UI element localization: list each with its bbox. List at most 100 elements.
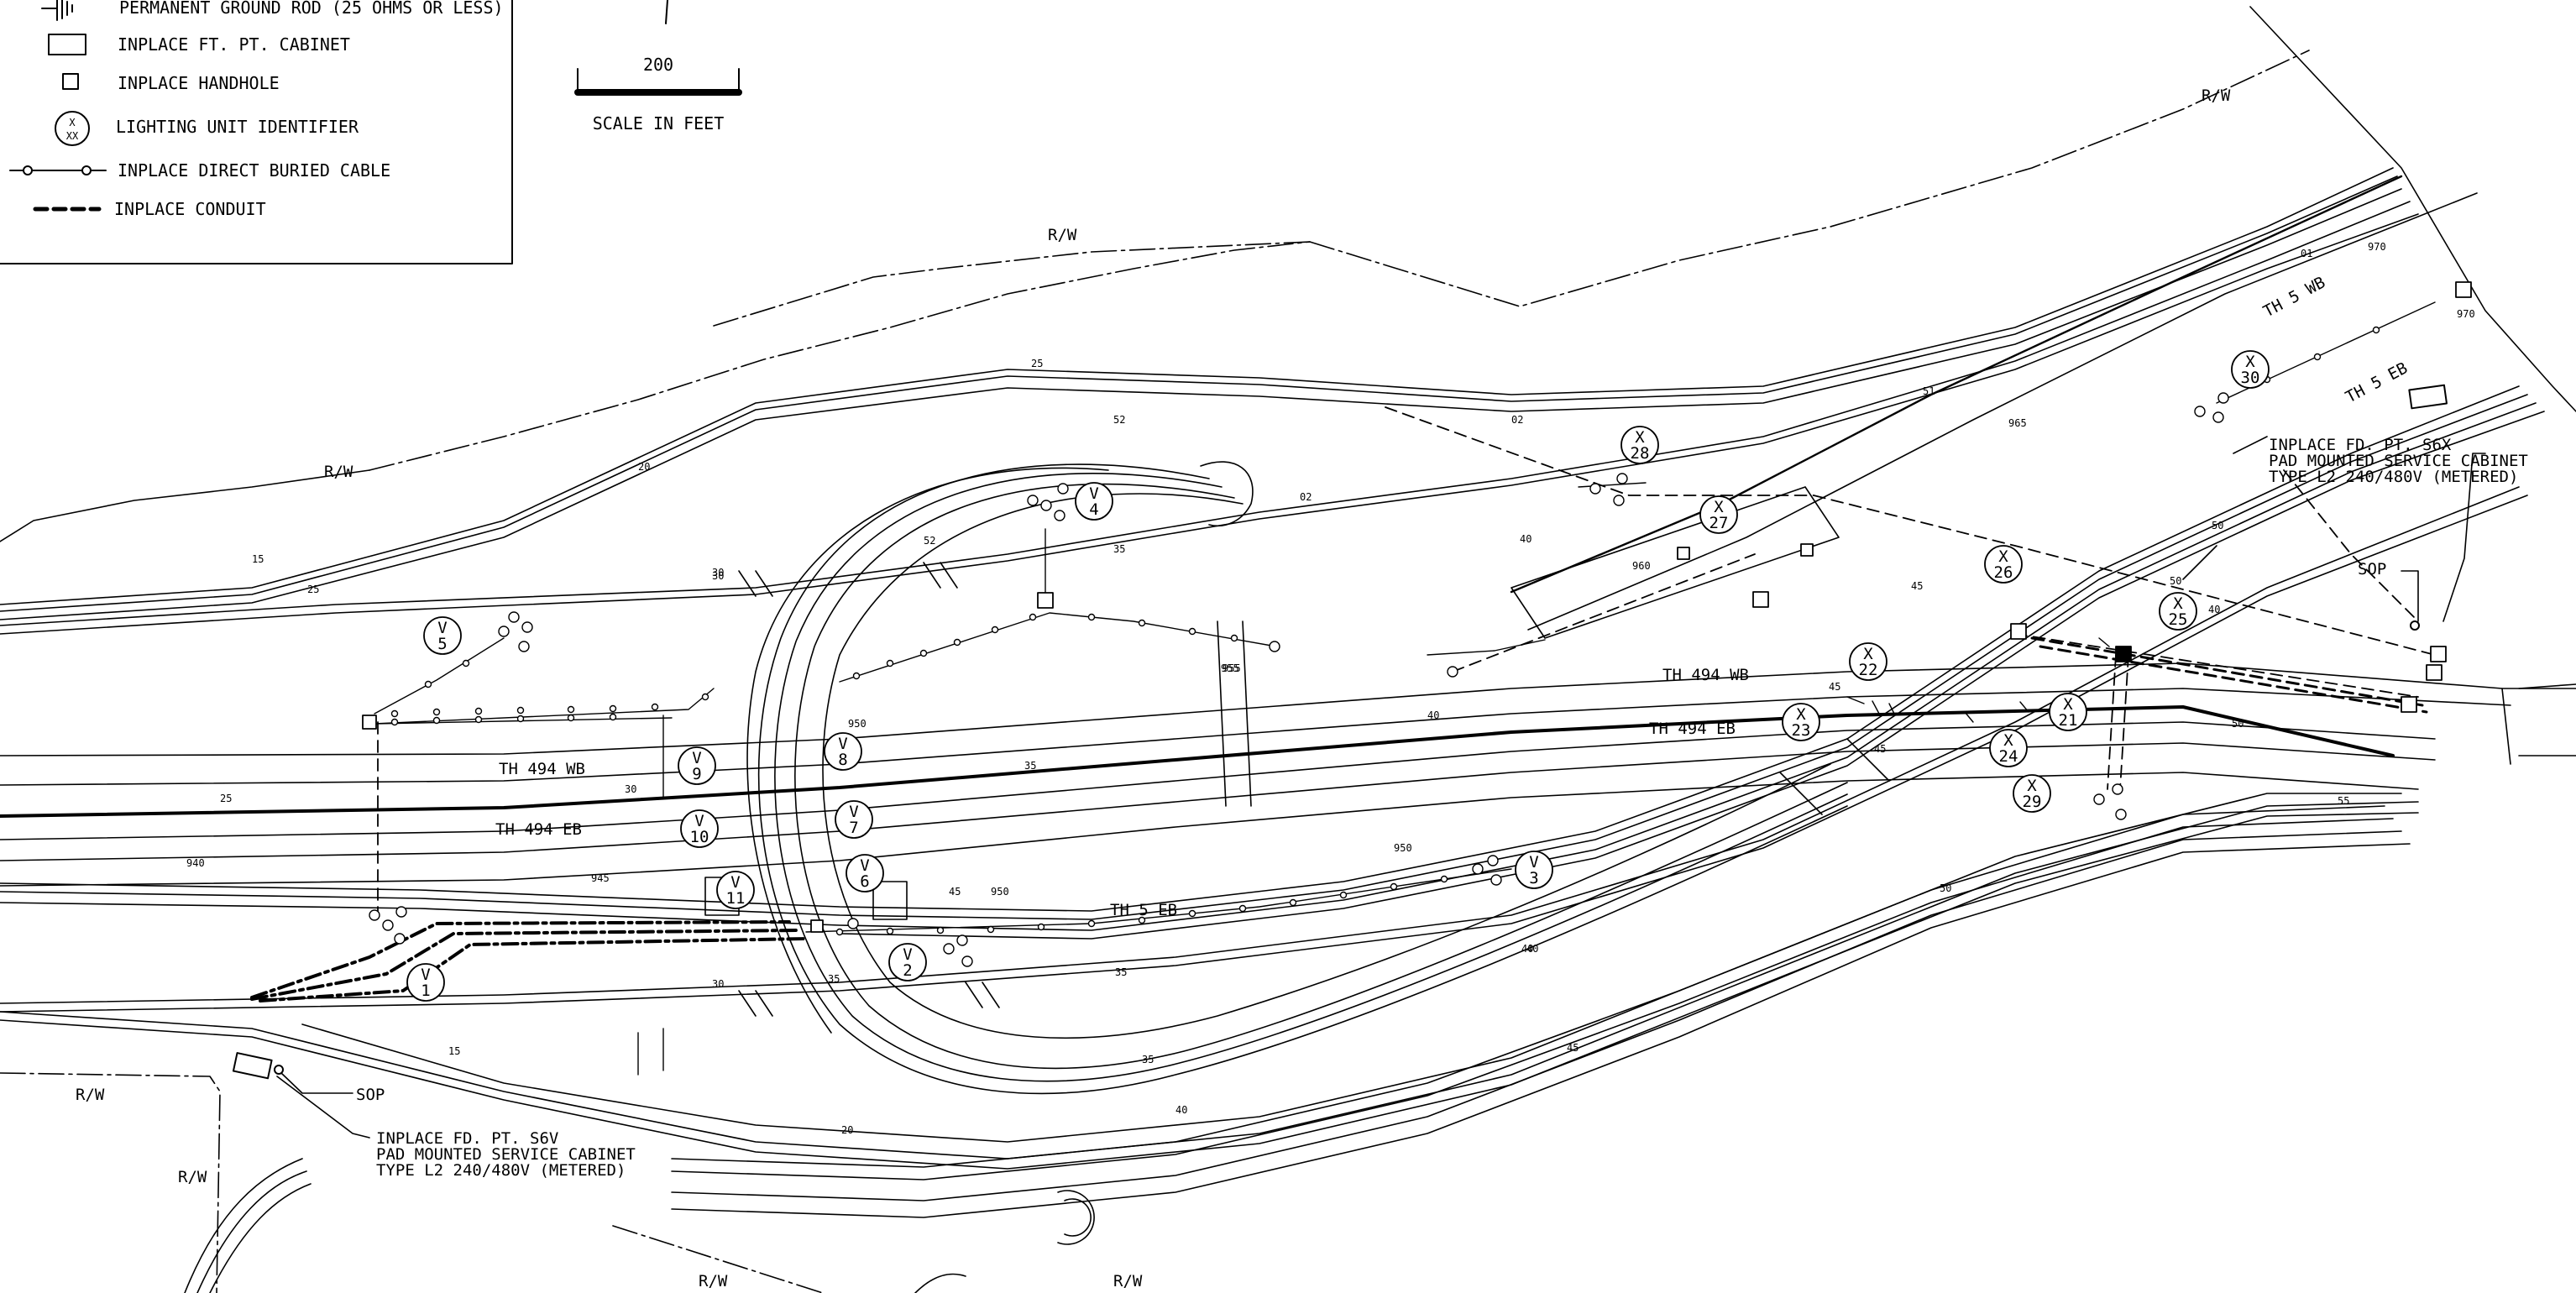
station-label: 970 <box>2368 241 2386 253</box>
station-label: 20 <box>638 461 650 473</box>
lighting-unit-x27-num: 27 <box>1709 514 1729 532</box>
lighting-unit-v6-top: V <box>860 856 869 875</box>
legend <box>0 0 513 264</box>
station-label: 40 <box>1175 1104 1187 1116</box>
lighting-unit-x28-top: X <box>1635 428 1645 447</box>
lighting-unit-x26-top: X <box>1998 547 2008 566</box>
legend-lu-bottom: XX <box>66 130 79 142</box>
station-label: 35 <box>1024 760 1036 772</box>
station-label: 45 <box>1874 743 1886 755</box>
cabinet-s6v-line-1: INPLACE FD. PT. S6V <box>376 1129 558 1148</box>
sop-label-s6v: SOP <box>356 1086 385 1104</box>
station-label: 30 <box>625 783 636 795</box>
station-label: 50 <box>2212 520 2223 531</box>
legend-cabinet-icon <box>48 34 86 55</box>
station-label: 945 <box>591 872 610 884</box>
station-label: 30 <box>712 978 724 990</box>
scale-caption: SCALE IN FEET <box>593 113 725 133</box>
legend-lighting-unit-icon <box>55 111 90 146</box>
legend-label-ground-rod: PERMANENT GROUND ROD (25 OHMS OR LESS) <box>119 0 504 18</box>
sop-label-s6x: SOP <box>2358 560 2386 578</box>
station-label: 40 <box>1520 533 1531 545</box>
station-label: 950 <box>848 718 867 730</box>
south-ramps <box>0 793 2419 1293</box>
rw-label: R/W <box>699 1272 728 1290</box>
right-of-way-lines <box>0 6 2576 1293</box>
station-label: 45 <box>1911 580 1923 592</box>
cabinet-s6x-line-1: INPLACE FD. PT. S6X <box>2269 436 2452 454</box>
lighting-unit-v2-num: 2 <box>903 961 912 980</box>
station-label: 35 <box>828 973 840 985</box>
rw-label: R/W <box>324 463 353 481</box>
lighting-unit-v2-top: V <box>903 945 912 964</box>
rw-label: R/W <box>178 1168 207 1186</box>
callout-leaders <box>276 453 2486 1139</box>
station-label: 25 <box>1031 358 1043 369</box>
station-label: 50 <box>2232 718 2244 730</box>
lighting-unit-x30-num: 30 <box>2241 369 2260 387</box>
station-label: 25 <box>220 793 232 804</box>
cabinet-s6v-line-2: PAD MOUNTED SERVICE CABINET <box>376 1145 636 1164</box>
station-label: 40 <box>2208 604 2220 615</box>
rw-label: R/W <box>2202 86 2231 105</box>
lighting-unit-v10-num: 10 <box>690 828 709 846</box>
lighting-unit-x29-top: X <box>2027 777 2037 795</box>
lighting-unit-v4-top: V <box>1089 484 1098 503</box>
road-label-th5-eb-ramp: TH 5 EB <box>1110 901 1177 919</box>
lighting-unit-v3-num: 3 <box>1529 869 1538 887</box>
legend-ground-rod-icon <box>41 0 73 21</box>
service-cabinet-s6v <box>232 1052 284 1080</box>
lighting-unit-v9-top: V <box>692 749 701 767</box>
lighting-unit-v1-num: 1 <box>421 982 430 1000</box>
road-label-th5-wb: TH 5 WB <box>2260 273 2328 321</box>
lighting-unit-x29-num: 29 <box>2023 793 2042 811</box>
legend-label-handhole: INPLACE HANDHOLE <box>118 73 280 93</box>
lighting-unit-v5-num: 5 <box>437 635 447 653</box>
lighting-unit-v1-top: V <box>421 966 430 984</box>
legend-label-lighting-unit: LIGHTING UNIT IDENTIFIER <box>116 117 359 137</box>
station-label: 955 <box>1221 662 1239 674</box>
lighting-unit-x21-top: X <box>2063 695 2073 714</box>
rw-label: R/W <box>76 1086 105 1104</box>
rw-label: R/W <box>1113 1272 1143 1290</box>
legend-label-cabinet: INPLACE FT. PT. CABINET <box>118 34 350 55</box>
station-label: 02 <box>1511 414 1523 426</box>
lighting-unit-v11-num: 11 <box>726 889 746 908</box>
ground-rods <box>637 637 2110 1076</box>
station-label: 52 <box>924 535 935 547</box>
station-label: 01 <box>2301 248 2312 259</box>
lighting-unit-v7-top: V <box>849 803 858 821</box>
lighting-unit-v7-num: 7 <box>849 819 858 837</box>
road-label-th494-eb-east: TH 494 EB <box>1649 720 1736 738</box>
station-label: 45 <box>1829 681 1840 693</box>
lighting-unit-x23-top: X <box>1796 705 1806 724</box>
lighting-unit-v9-num: 9 <box>692 765 701 783</box>
handholes <box>362 281 2472 933</box>
station-label: 40 <box>1521 943 1533 955</box>
lighting-unit-v3-top: V <box>1529 853 1538 872</box>
station-label: 15 <box>448 1045 460 1057</box>
cabinet-s6v-line-3: TYPE L2 240/480V (METERED) <box>376 1161 626 1180</box>
bridge-structures <box>704 436 2576 1017</box>
lighting-unit-x22-num: 22 <box>1859 661 1878 679</box>
station-label: 35 <box>1115 966 1127 978</box>
lighting-unit-v5-top: V <box>437 619 447 637</box>
loop-ramp <box>746 461 1848 1095</box>
station-label: 45 <box>1567 1042 1579 1054</box>
lighting-unit-v4-num: 4 <box>1089 500 1098 519</box>
station-label: 960 <box>1632 560 1651 572</box>
station-label: 02 <box>1300 491 1312 503</box>
legend-label-direct-buried-cable: INPLACE DIRECT BURIED CABLE <box>118 160 390 181</box>
cabinet-s6x-line-3: TYPE L2 240/480V (METERED) <box>2269 468 2518 486</box>
light-poles <box>369 392 2229 967</box>
legend-label-conduit: INPLACE CONDUIT <box>114 199 266 219</box>
lighting-unit-x27-top: X <box>1714 498 1724 516</box>
lighting-unit-v10-top: V <box>694 812 704 830</box>
station-label: 40 <box>1427 709 1439 721</box>
scale-value: 200 <box>643 55 673 75</box>
road-label-th494-wb-east: TH 494 WB <box>1662 666 1749 684</box>
lighting-unit-x23-num: 23 <box>1792 721 1811 740</box>
station-label: 25 <box>307 584 319 595</box>
road-label-th5-eb: TH 5 EB <box>2343 359 2411 406</box>
th5-eb <box>0 385 2545 1013</box>
